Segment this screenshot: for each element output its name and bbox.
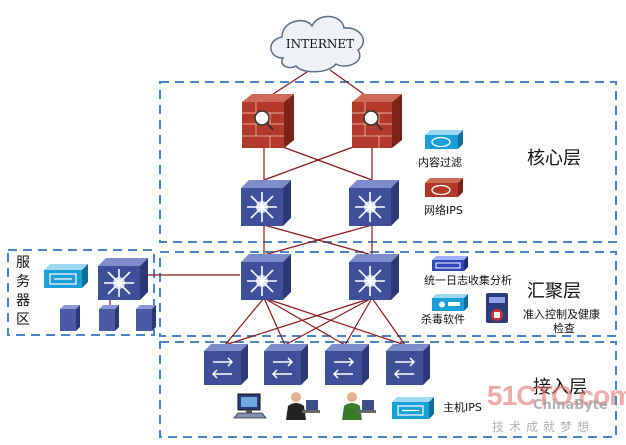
server-area-label-char-2: 务 [16,274,30,290]
server-area-ips-icon [44,264,88,288]
access-control-label-line-1: 准入控制及健康 [523,308,600,321]
aggregation-switch-left-icon [241,254,291,300]
core-layer-region [159,81,617,243]
core-layer-label: 核心层 [527,148,581,169]
aggregation-layer-region [159,251,617,337]
access-switch-4-icon [386,344,430,385]
internet-label: INTERNET [285,37,355,51]
access-switch-1-icon [204,344,248,385]
workstation-computer-icon [233,393,267,419]
host-ips-device-icon [392,397,434,419]
log-analysis-label: 统一日志收集分析 [424,274,512,287]
network-ips-label: 网络IPS [424,204,463,217]
access-switch-2-icon [264,344,308,385]
content-filter-device-icon [425,130,463,149]
access-control-label-line-2: 检查 [553,322,575,335]
access-control-device-icon [486,293,508,323]
user-at-desk-2-icon [342,392,376,420]
server-area-label-char-1: 服 [16,255,30,271]
user-at-desk-1-icon [286,392,320,420]
watermark-51cto-logo: 51CTO.com [487,380,626,411]
connection-lines [109,69,406,346]
core-switch-right-icon [349,180,399,226]
server-area-region [7,249,155,336]
server-3-icon [136,305,156,331]
log-analysis-device-icon [432,256,468,271]
access-switch-3-icon [325,344,369,385]
aggregation-switch-right-icon [349,254,399,300]
watermark-brand-text: ChinaByte [533,398,608,413]
core-switch-left-icon [241,180,291,226]
watermark-slogan: 技术成就梦想 [492,420,595,434]
antivirus-label: 杀毒软件 [421,313,465,326]
server-area-label-char-4: 区 [16,312,30,328]
firewall-right-icon [352,94,402,148]
firewall-left-icon [242,94,294,148]
content-filter-label: 内容过滤 [418,156,462,169]
server-2-icon [99,305,119,331]
server-1-icon [60,305,80,331]
server-area-switch-icon [98,258,148,300]
access-layer-region [159,341,617,438]
antivirus-device-icon [432,294,468,311]
server-area-label-char-3: 器 [16,293,30,309]
host-ips-label: 主机IPS [443,401,482,414]
internet-cloud-icon [270,15,364,73]
aggregation-layer-label: 汇聚层 [527,281,581,302]
network-ips-device-icon [425,178,463,197]
access-layer-label: 接入层 [533,377,587,398]
